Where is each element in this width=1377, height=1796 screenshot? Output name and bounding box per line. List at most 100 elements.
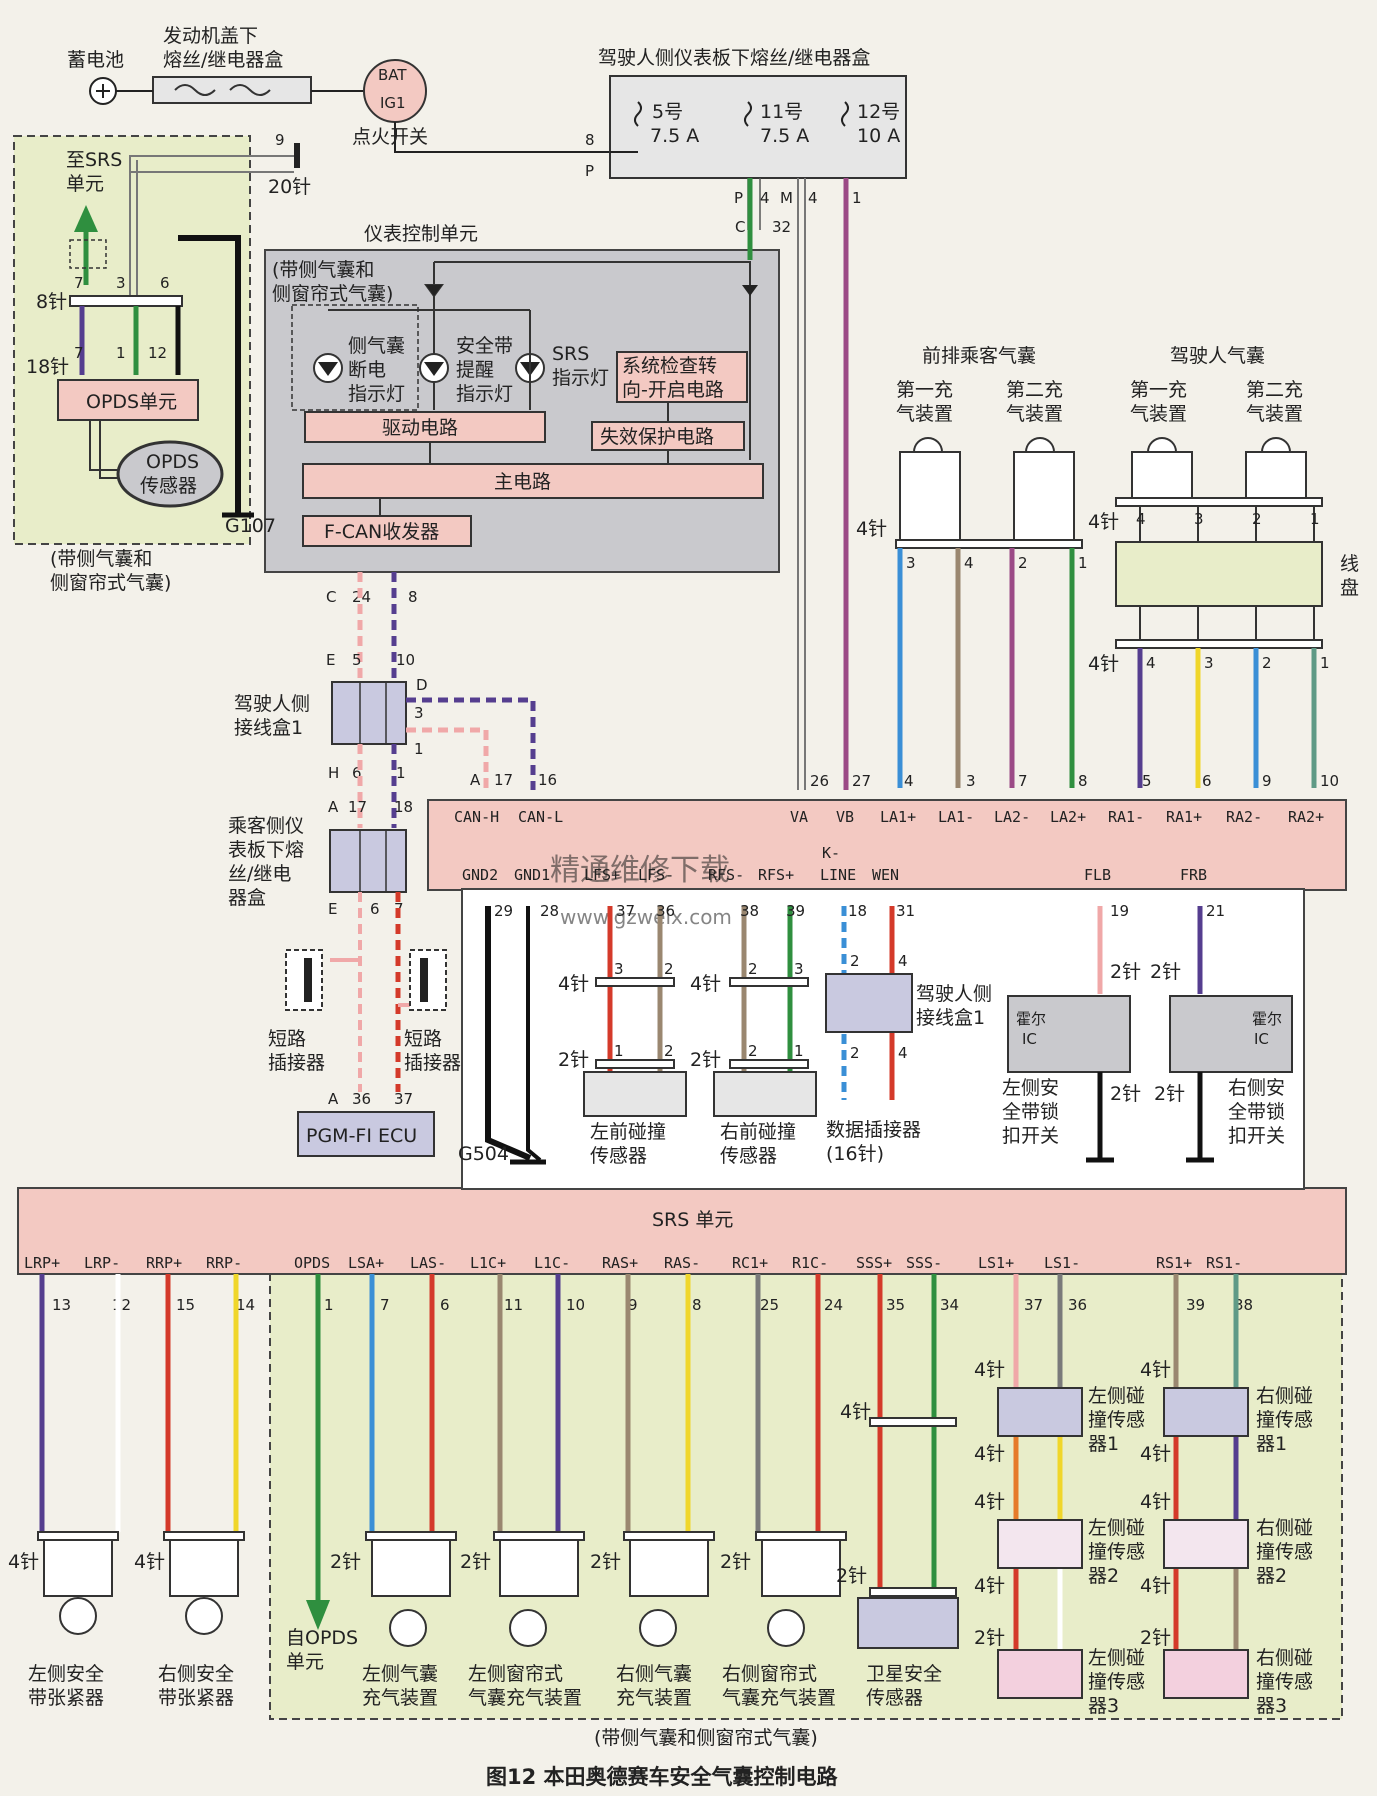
svg-text:4针: 4针 xyxy=(974,1443,1005,1465)
svg-text:6: 6 xyxy=(160,274,170,292)
pin-number: 34 xyxy=(940,1296,959,1314)
svg-text:左侧碰: 左侧碰 xyxy=(1088,1385,1145,1407)
svg-text:IC: IC xyxy=(1254,1030,1269,1048)
svg-text:左侧安: 左侧安 xyxy=(1002,1077,1059,1099)
pin-number: 3 xyxy=(966,772,976,790)
signal-label: LA2+ xyxy=(1050,808,1086,826)
svg-text:2针: 2针 xyxy=(690,1049,721,1071)
svg-text:2: 2 xyxy=(1252,510,1262,528)
signal-label: RRP- xyxy=(206,1254,242,1272)
svg-text:1: 1 xyxy=(414,740,424,758)
svg-text:5: 5 xyxy=(352,651,362,669)
pin-number: 18 xyxy=(848,902,867,920)
pin-number: 1 xyxy=(324,1296,334,1314)
svg-text:2针: 2针 xyxy=(1140,1627,1171,1649)
svg-text:9: 9 xyxy=(275,131,285,149)
pin-number: 9 xyxy=(628,1296,638,1314)
svg-text:2针: 2针 xyxy=(558,1049,589,1071)
fuse-12: 12号 10 A xyxy=(841,101,900,147)
signal-label: RRP+ xyxy=(146,1254,182,1272)
svg-text:2: 2 xyxy=(850,952,860,970)
svg-text:2针: 2针 xyxy=(1110,1083,1141,1105)
svg-text:接线盒1: 接线盒1 xyxy=(234,717,303,739)
svg-text:2针: 2针 xyxy=(1110,961,1141,983)
junction-box-1b xyxy=(825,973,913,1033)
pin-number: 28 xyxy=(540,902,559,920)
signal-label: GND2 xyxy=(462,866,498,884)
opds-sensor xyxy=(116,440,224,508)
svg-text:2针: 2针 xyxy=(1150,961,1181,983)
svg-text:P: P xyxy=(585,162,594,180)
svg-text:器3: 器3 xyxy=(1256,1695,1287,1717)
fcan-box xyxy=(302,515,472,547)
short-connector-right xyxy=(409,949,447,1011)
signal-label: RFS- xyxy=(708,866,744,884)
signal-label: LRP+ xyxy=(24,1254,60,1272)
signal-label: RC1+ xyxy=(732,1254,768,1272)
front-pass-inflator-2 xyxy=(1013,437,1075,545)
svg-text:数据插接器: 数据插接器 xyxy=(826,1119,921,1141)
svg-text:1: 1 xyxy=(794,1042,804,1060)
svg-text:A: A xyxy=(328,1090,339,1108)
svg-text:2针: 2针 xyxy=(974,1627,1005,1649)
short-connector-left xyxy=(285,949,323,1011)
signal-label: LS1+ xyxy=(978,1254,1014,1272)
svg-text:4针: 4针 xyxy=(974,1359,1005,1381)
svg-text:7: 7 xyxy=(74,344,84,362)
svg-text:17: 17 xyxy=(494,771,513,789)
signal-label: FRB xyxy=(1180,866,1207,884)
svg-text:撞传感: 撞传感 xyxy=(1088,1409,1145,1431)
pin-number: 26 xyxy=(810,772,829,790)
svg-text:4针: 4针 xyxy=(134,1551,165,1573)
svg-text:PGM-FI ECU: PGM-FI ECU xyxy=(306,1125,417,1147)
svg-text:4针: 4针 xyxy=(974,1491,1005,1513)
driver-fuse-box xyxy=(609,75,907,179)
svg-text:2针: 2针 xyxy=(836,1565,867,1587)
svg-text:断电: 断电 xyxy=(348,359,386,381)
svg-text:卫星安全: 卫星安全 xyxy=(866,1663,942,1685)
svg-text:撞传感: 撞传感 xyxy=(1256,1671,1313,1693)
svg-text:3: 3 xyxy=(794,960,804,978)
svg-text:撞传感: 撞传感 xyxy=(1256,1409,1313,1431)
srs-unit-label: SRS 单元 xyxy=(652,1209,733,1231)
svg-text:1: 1 xyxy=(396,764,406,782)
svg-text:器2: 器2 xyxy=(1088,1565,1119,1587)
svg-text:右侧安全: 右侧安全 xyxy=(158,1663,234,1685)
svg-text:1: 1 xyxy=(1320,654,1330,672)
svg-text:第一充: 第一充 xyxy=(896,379,953,401)
junction-box-1 xyxy=(331,681,407,745)
svg-text:自OPDS: 自OPDS xyxy=(286,1627,358,1649)
svg-text:短路: 短路 xyxy=(268,1028,306,1050)
signal-label: RA1+ xyxy=(1166,808,1202,826)
svg-text:H: H xyxy=(328,764,339,782)
svg-text:扣开关: 扣开关 xyxy=(1002,1125,1059,1147)
svg-text:12号: 12号 xyxy=(857,101,900,123)
belt-lamp-icon xyxy=(419,353,449,383)
srs-bottom-region xyxy=(269,1271,1343,1720)
svg-text:16: 16 xyxy=(538,771,557,789)
svg-text:带张紧器: 带张紧器 xyxy=(28,1687,104,1709)
svg-text:(16针): (16针) xyxy=(826,1143,884,1165)
svg-text:线: 线 xyxy=(1340,553,1359,575)
front-pass-inflator-1 xyxy=(899,437,961,545)
satellite-sensor xyxy=(857,1597,959,1649)
signal-label: R1C- xyxy=(792,1254,828,1272)
svg-text:E: E xyxy=(328,900,337,918)
right-side-sensor-1 xyxy=(1163,1387,1249,1437)
svg-text:传感器: 传感器 xyxy=(866,1687,923,1709)
cable-reel xyxy=(1115,541,1323,607)
svg-text:插接器: 插接器 xyxy=(404,1052,461,1074)
svg-text:2: 2 xyxy=(748,1042,758,1060)
svg-text:4: 4 xyxy=(760,189,770,207)
svg-text:撞传感: 撞传感 xyxy=(1088,1671,1145,1693)
svg-text:P: P xyxy=(734,189,743,207)
signal-label: RFS+ xyxy=(758,866,794,884)
svg-text:前排乘客气囊: 前排乘客气囊 xyxy=(922,345,1036,367)
svg-text:指示灯: 指示灯 xyxy=(552,367,609,389)
left-side-sensor-3 xyxy=(997,1649,1083,1699)
svg-text:向-开启电路: 向-开启电路 xyxy=(622,379,724,401)
svg-text:4针: 4针 xyxy=(1140,1575,1171,1597)
svg-text:1: 1 xyxy=(116,344,126,362)
